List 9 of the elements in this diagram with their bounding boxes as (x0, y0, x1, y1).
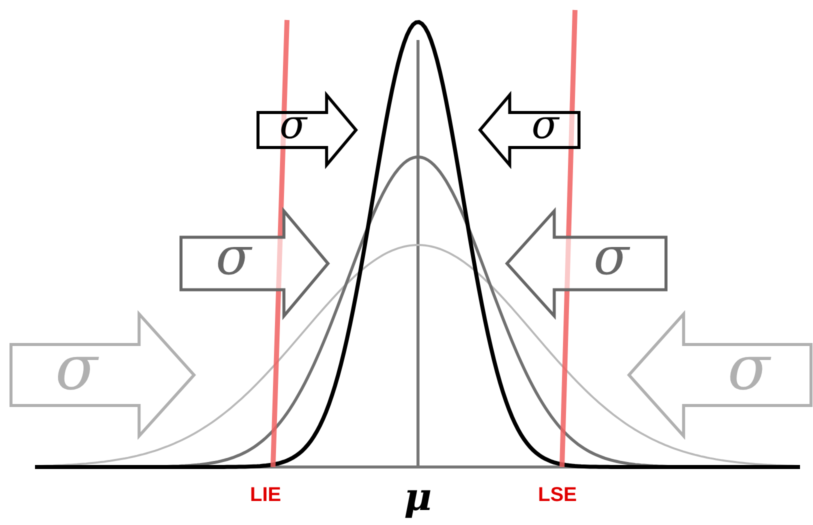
sigma-symbol: σ (216, 231, 252, 284)
sigma-symbol: σ (55, 336, 98, 399)
sigma-symbol: σ (727, 336, 770, 399)
sigma-symbol: σ (280, 105, 307, 146)
mean-symbol: μ (404, 474, 432, 519)
sigma-symbol: σ (593, 231, 629, 284)
spec-limit-label: LIE (250, 484, 282, 507)
sigma-symbol: σ (532, 105, 559, 146)
spec-limit-label: LSE (538, 484, 577, 507)
